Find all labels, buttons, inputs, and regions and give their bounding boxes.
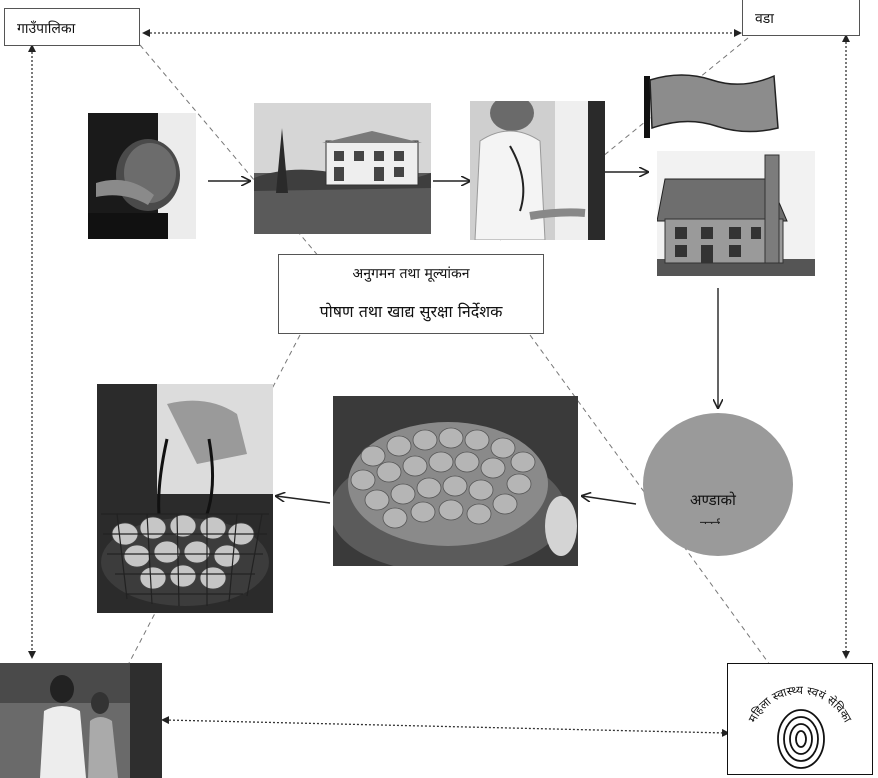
monitoring-label: अनुगमन तथा मूल्यांकन [352,266,470,282]
egg-card-circle [643,413,793,556]
wada-label: वडा [755,11,774,27]
gaunpalika-box: गाउँपालिका [4,8,140,46]
pregnant-woman-icon [88,113,196,239]
health-post-icon [254,103,431,234]
concentric-circles-icon [777,709,825,769]
dashed-connector [139,44,321,259]
fchv-box: महिला स्वास्थ्य स्वयं सेविका [727,663,873,775]
eggs-bowl-icon [333,396,578,566]
gaunpalika-label: गाउँपालिका [17,21,76,37]
flow-arrow [276,496,331,504]
monitoring-box: अनुगमन तथा मूल्यांकन पोषण तथा खाद्य सुरक… [278,254,544,334]
egg-basket-icon [97,384,273,613]
nutrition-director-label: पोषण तथा खाद्य सुरक्षा निर्देशक [319,302,503,321]
wada-box: वडा [742,0,860,36]
fchv-label-arc: महिला स्वास्थ्य स्वयं सेविका [745,683,855,726]
egg-card-label-line2: कार्ड [700,516,720,524]
nurse-icon [0,663,162,778]
doctor-icon [470,101,605,240]
dotted-connector [161,716,730,737]
flow-arrow [582,496,637,505]
house-icon [657,151,815,276]
flag-icon [644,74,779,138]
egg-card-label-line1: अण्डाको [690,491,736,509]
